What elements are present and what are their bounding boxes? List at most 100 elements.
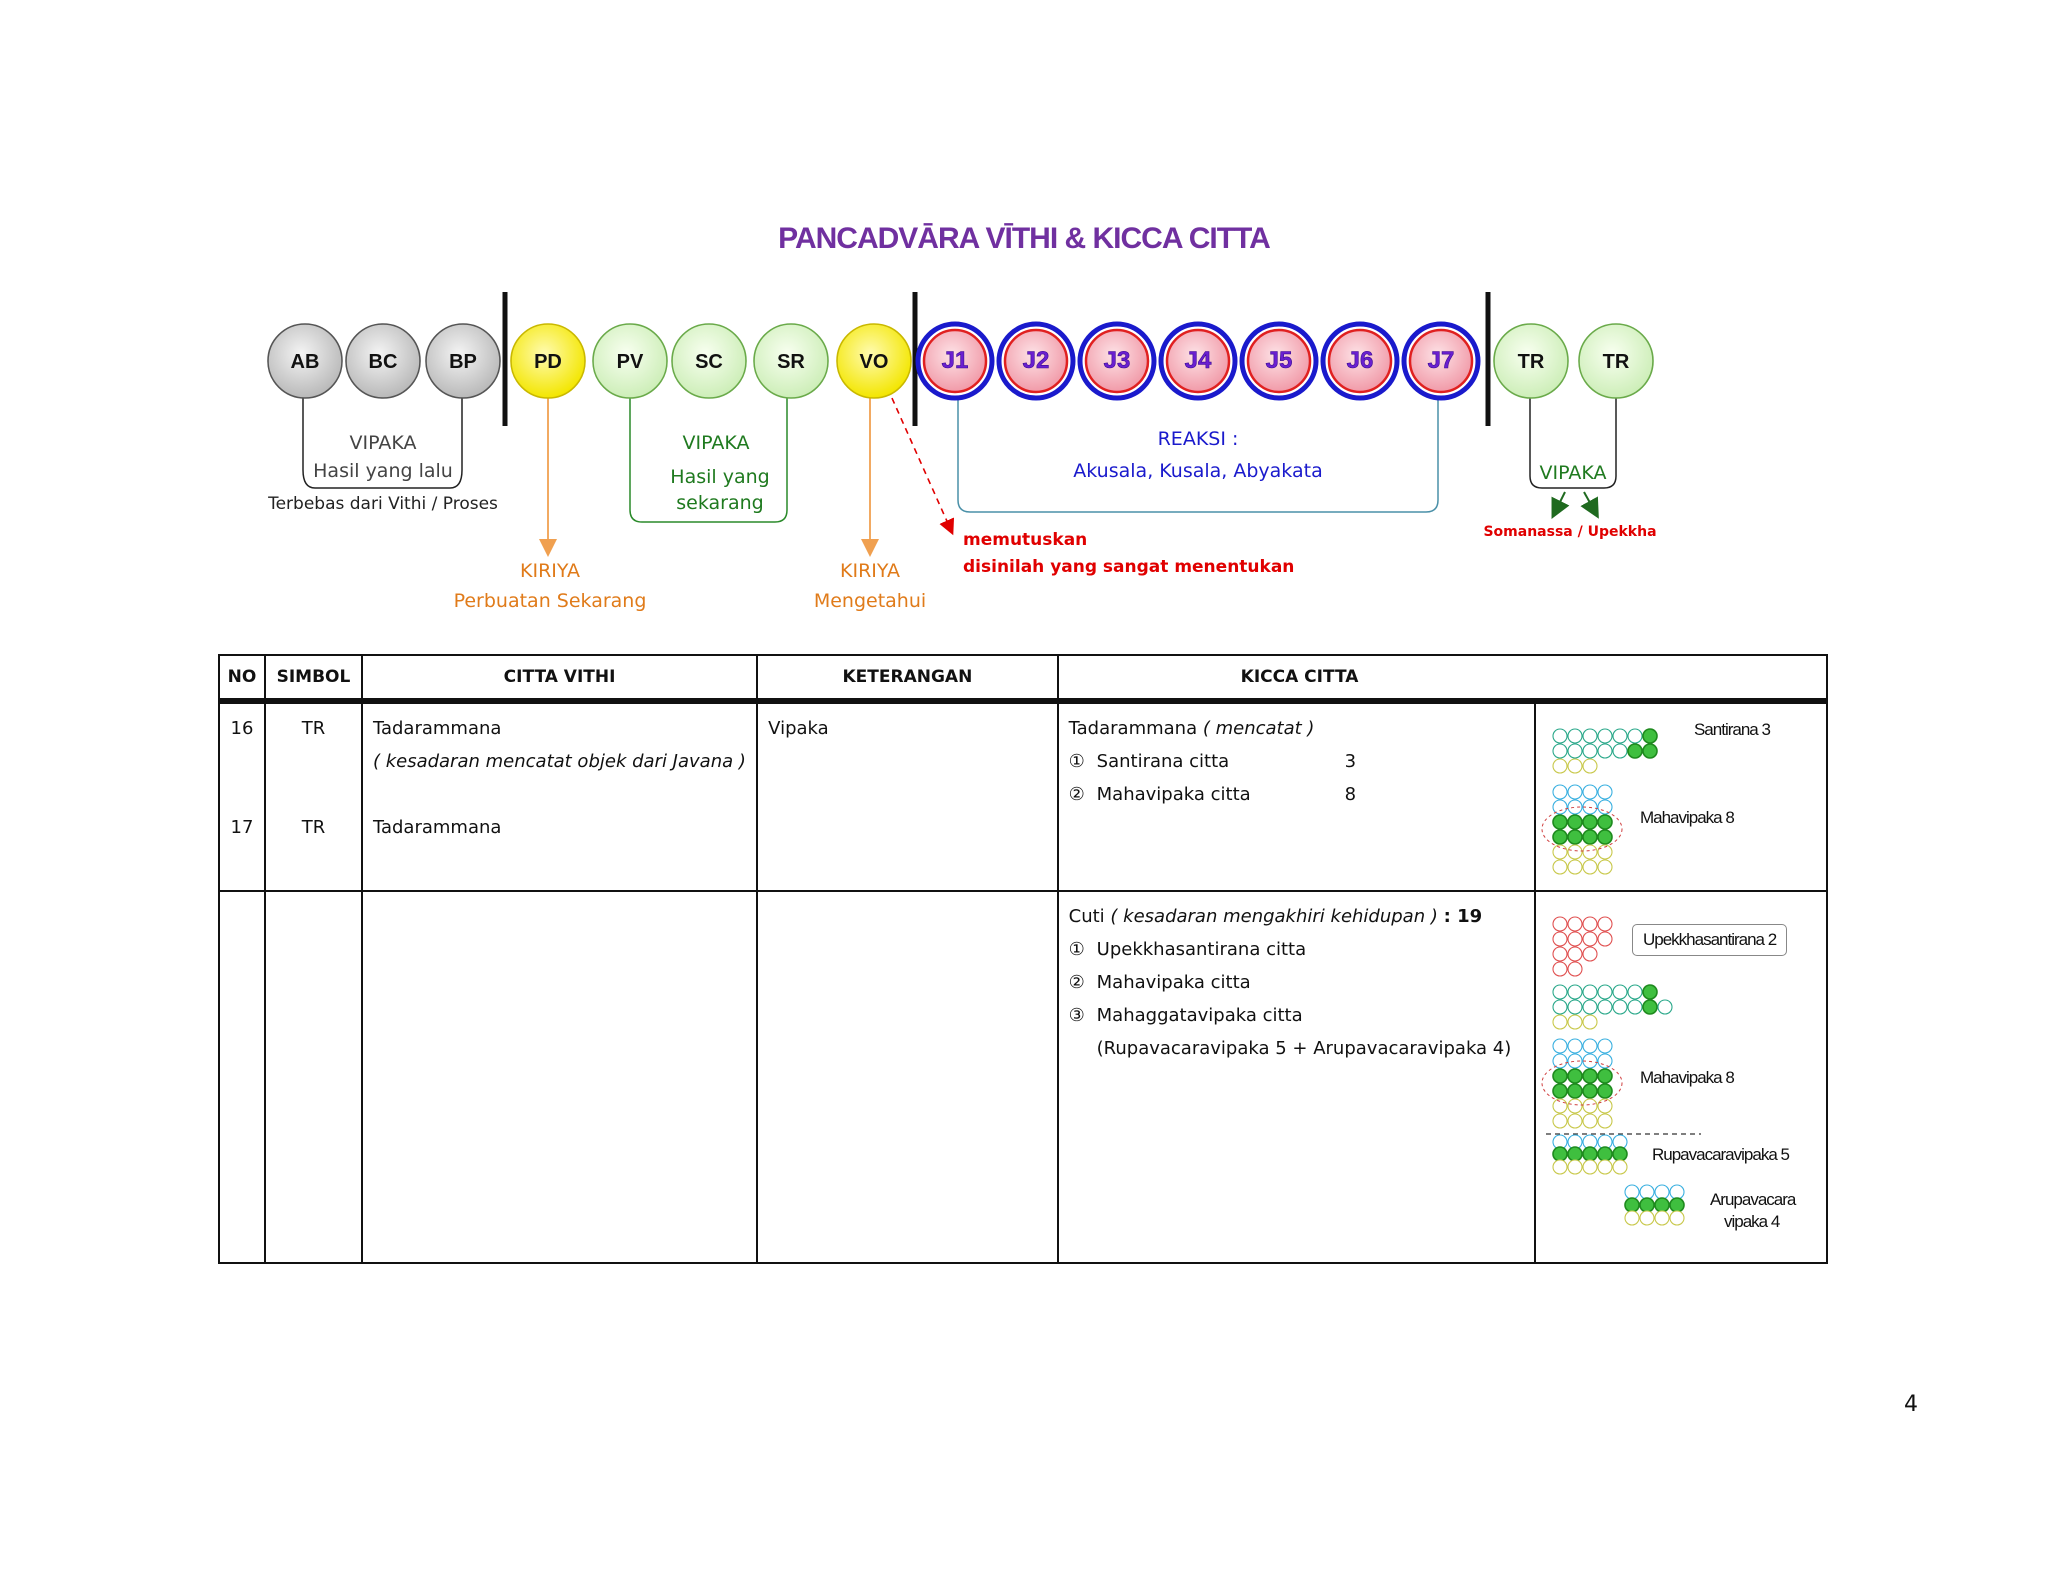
row-sym-17: TR <box>301 817 326 838</box>
citta-dot <box>1567 758 1583 774</box>
citta-dot <box>1552 859 1568 875</box>
citta-dot <box>1582 829 1598 845</box>
svg-text:J5: J5 <box>1266 347 1293 374</box>
citta-dot <box>1627 999 1643 1015</box>
table-row: Cuti ( kesadaran mengakhiri kehidupan ) … <box>218 891 1829 1264</box>
citta-circle-j1: J1 <box>915 321 995 401</box>
citta-dot <box>1567 984 1583 1000</box>
tr-arrow-left <box>1551 491 1570 519</box>
bracket-tr <box>1529 396 1617 489</box>
citta-circle-sc: SC <box>671 323 747 399</box>
svg-text:PD: PD <box>534 351 562 373</box>
citta-dot <box>1567 1098 1583 1114</box>
citta-dot <box>1627 743 1643 759</box>
bracket-past <box>302 396 463 489</box>
fig-label-mahavipaka: Mahavipaka 8 <box>1639 808 1735 827</box>
citta-dot <box>1597 743 1613 759</box>
citta-dot <box>1639 1184 1655 1200</box>
cell-kicca-text: Cuti ( kesadaran mengakhiri kehidupan ) … <box>1056 891 1536 1264</box>
citta-dot <box>1582 931 1598 947</box>
citta-dot <box>1612 999 1628 1015</box>
page-title: PANCADVĀRA VĪTHI & KICCA CITTA <box>778 222 1271 255</box>
kicca-title: Tadarammana <box>1068 718 1198 739</box>
citta-dot <box>1552 814 1568 830</box>
citta-dot <box>1597 931 1613 947</box>
citta-dot <box>1582 859 1598 875</box>
past-hasil-label: Hasil yang lalu <box>313 460 453 482</box>
fig-label-arupa-2: vipaka 4 <box>1723 1212 1780 1231</box>
citta-dot <box>1582 1146 1598 1162</box>
citta-dot <box>1552 1113 1568 1129</box>
citta-dot <box>1597 1068 1613 1084</box>
cuti-total: : 19 <box>1443 906 1483 927</box>
citta-dot <box>1624 1210 1640 1226</box>
reaksi-types-label: Akusala, Kusala, Abyakata <box>1073 460 1323 482</box>
citta-dot <box>1582 1113 1598 1129</box>
cell-kicca-figure: Upekkhasantirana 2 Mahavipaka 8 Rupavaca… <box>1534 891 1829 1264</box>
citta-dot <box>1582 784 1598 800</box>
citta-dot <box>1567 1053 1583 1069</box>
citta-dot <box>1582 758 1598 774</box>
citta-dot <box>1597 1038 1613 1054</box>
row-sym-16: TR <box>301 718 326 739</box>
svg-text:TR: TR <box>1603 351 1630 373</box>
citta-dot <box>1567 799 1583 815</box>
citta-circle-bc: BC <box>345 323 421 399</box>
citta-dot <box>1582 743 1598 759</box>
citta-dot <box>1552 946 1568 962</box>
citta-dot <box>1552 799 1568 815</box>
citta-dot <box>1567 859 1583 875</box>
citta-dot <box>1612 1146 1628 1162</box>
citta-circle-tr: TR <box>1578 323 1654 399</box>
fig-label-rupa: Rupavacaravipaka 5 <box>1651 1145 1790 1164</box>
citta-dot <box>1624 1197 1640 1213</box>
row-no-16: 16 <box>230 718 254 739</box>
past-vipaka-label: VIPAKA <box>349 432 417 454</box>
citta-dot <box>1669 1184 1685 1200</box>
citta-dot <box>1567 814 1583 830</box>
present-vipaka-label: VIPAKA <box>682 432 750 454</box>
citta-dot <box>1612 984 1628 1000</box>
citta-dot <box>1582 1014 1598 1030</box>
citta-dot <box>1597 799 1613 815</box>
citta-circle-bp: BP <box>425 323 501 399</box>
citta-dot <box>1567 743 1583 759</box>
citta-dot <box>1582 999 1598 1015</box>
table-row: 16 17 TR TR Tadarammana ( kesadaran menc… <box>218 701 1829 892</box>
citta-dot <box>1567 1083 1583 1099</box>
citta-dot <box>1582 844 1598 860</box>
citta-note-16: ( kesadaran mencatat objek dari Javana ) <box>372 751 746 772</box>
fig-label-upekkha: Upekkhasantirana 2 <box>1631 924 1788 956</box>
svg-text:J4: J4 <box>1185 347 1212 374</box>
decide-arrow <box>882 377 955 536</box>
cell-citta-vithi: Tadarammana ( kesadaran mencatat objek d… <box>360 701 759 892</box>
citta-dot <box>1597 814 1613 830</box>
citta-dot <box>1552 961 1568 977</box>
cell-kicca-figure: Santirana 3 Mahavipaka 8 <box>1534 701 1829 892</box>
citta-circle-pv: PV <box>592 323 668 399</box>
citta-dot <box>1597 916 1613 932</box>
citta-dot <box>1612 743 1628 759</box>
vo-desc-label: Mengetahui <box>813 590 927 612</box>
citta-dot <box>1552 743 1568 759</box>
citta-dot <box>1552 1068 1568 1084</box>
citta-dot <box>1552 1083 1568 1099</box>
citta-dot <box>1567 829 1583 845</box>
citta-circle-ab: AB <box>267 323 343 399</box>
citta-dot <box>1597 859 1613 875</box>
citta-dot <box>1552 1159 1568 1175</box>
reaksi-label: REAKSI : <box>1157 428 1239 450</box>
citta-dot <box>1552 1053 1568 1069</box>
citta-dot <box>1654 1197 1670 1213</box>
citta-dot <box>1642 728 1658 744</box>
keterangan-text: Vipaka <box>768 718 829 739</box>
citta-dot <box>1669 1210 1685 1226</box>
svg-text:J1: J1 <box>942 347 969 374</box>
svg-text:BP: BP <box>449 351 477 373</box>
citta-dot <box>1627 984 1643 1000</box>
citta-dot <box>1552 844 1568 860</box>
